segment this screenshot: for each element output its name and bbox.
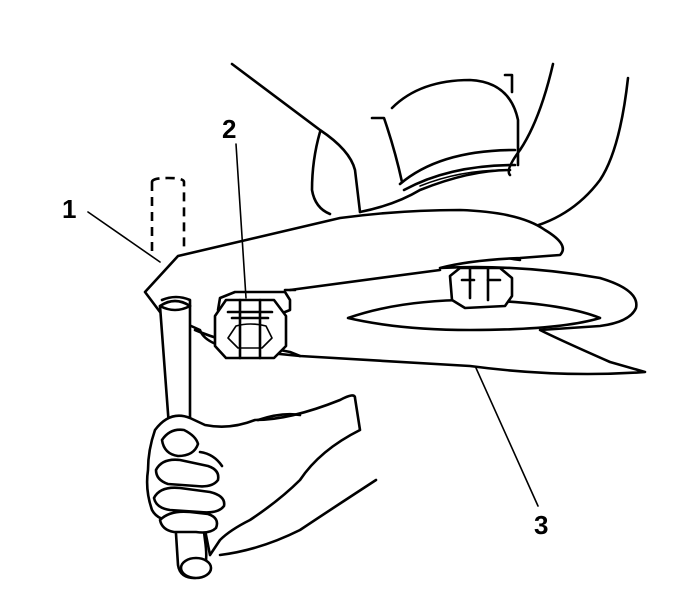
callout-3-leader	[475, 367, 539, 507]
callout-1-label: 1	[62, 194, 76, 224]
callout-2-label: 2	[222, 114, 236, 144]
callout-1-leader	[87, 211, 161, 263]
callout-2-leader	[235, 143, 247, 299]
callout-3-label: 3	[534, 510, 548, 540]
hand	[145, 394, 378, 557]
callout-leaders	[87, 143, 539, 507]
frame-rail	[230, 62, 512, 216]
spring-seat	[370, 73, 520, 192]
front-bolt	[213, 288, 297, 360]
rear-cam-bolt	[448, 266, 514, 310]
tool-handle-alternate-position	[150, 176, 186, 252]
